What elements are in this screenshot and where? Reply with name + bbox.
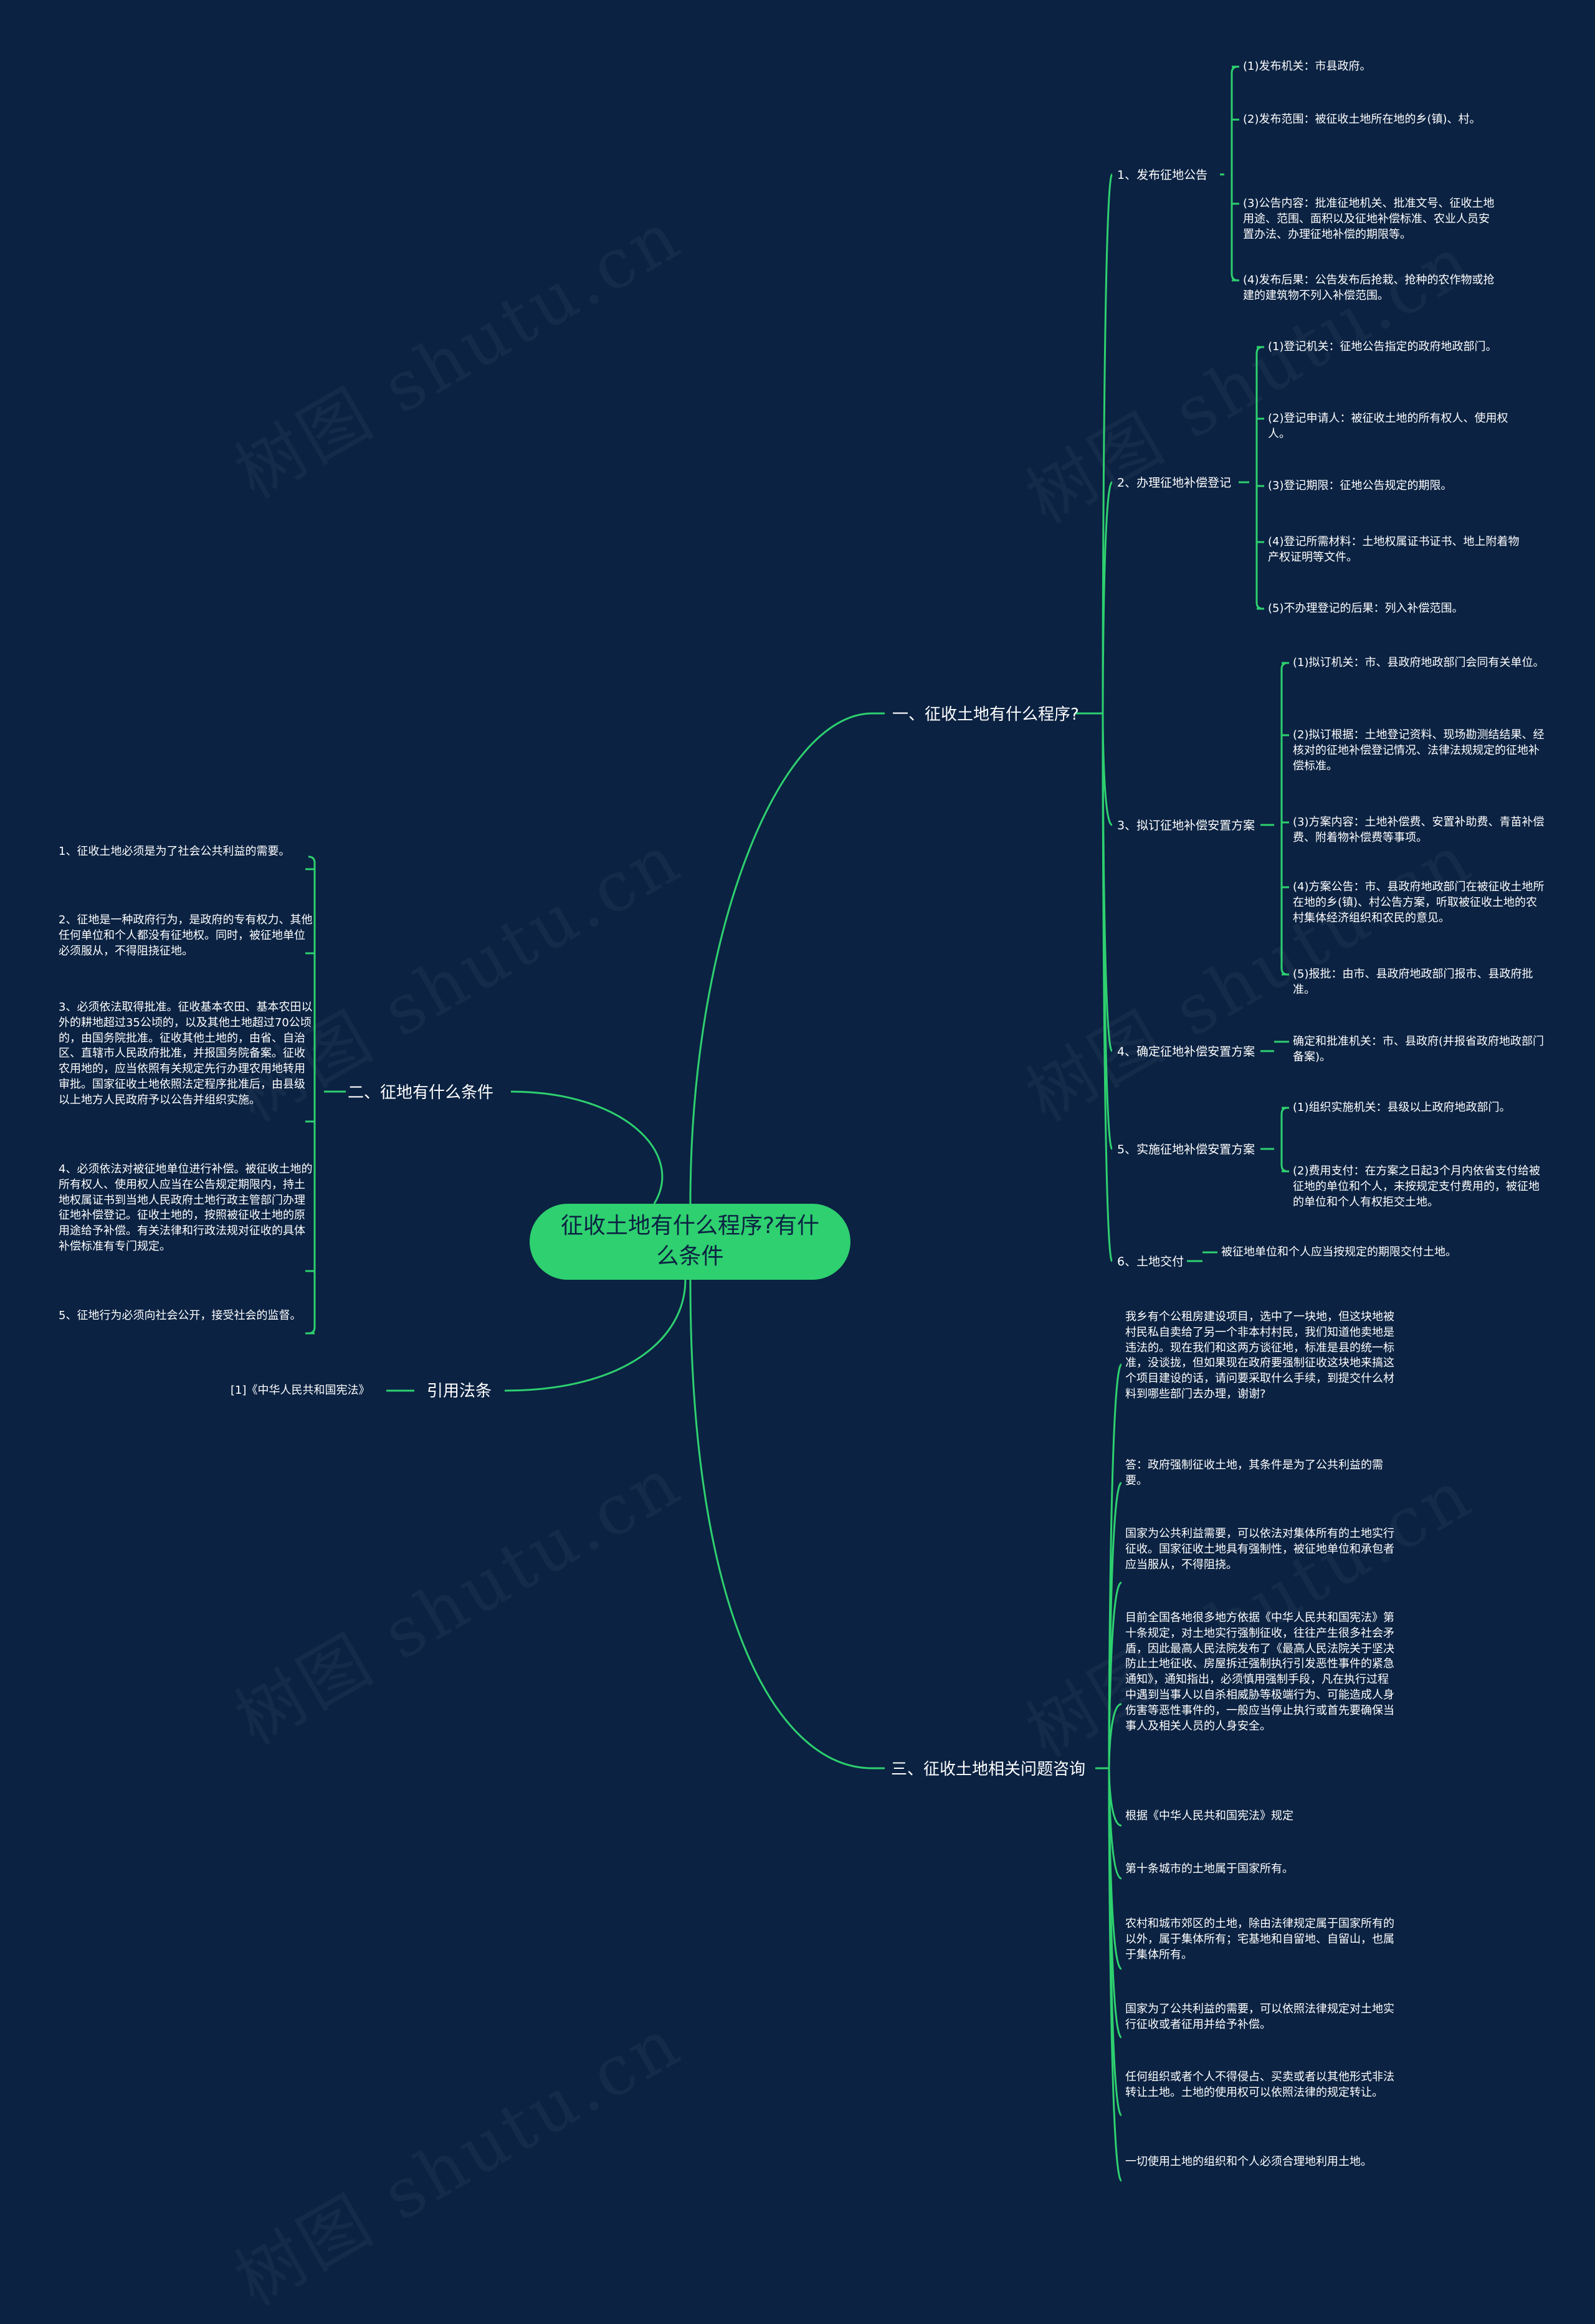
section1-step-4-detail-1[interactable]: 确定和批准机关：市、县政府(并报省政府地政部门备案)。 bbox=[1293, 1035, 1545, 1064]
law-item-1[interactable]: [1]《中华人民共和国宪法》 bbox=[231, 1384, 370, 1397]
section1-step-2[interactable]: 2、办理征地补偿登记 bbox=[1117, 476, 1232, 490]
section1-step-4[interactable]: 4、确定征地补偿安置方案 bbox=[1117, 1045, 1255, 1059]
connector-line bbox=[689, 712, 873, 1204]
section1-step-1[interactable]: 1、发布征地公告 bbox=[1117, 168, 1208, 182]
section1-step-6-detail-1[interactable]: 被征地单位和个人应当按规定的期限交付土地。 bbox=[1221, 1245, 1457, 1259]
section1-step-2-detail-2[interactable]: (2)登记申请人：被征收土地的所有权人、使用权人。 bbox=[1268, 412, 1508, 441]
section3-qa-3[interactable]: 国家为公共利益需要，可以依法对集体所有的土地实行征收。国家征收土地具有强制性，被… bbox=[1125, 1527, 1394, 1571]
connector-line bbox=[1255, 346, 1264, 610]
mindmap-connectors bbox=[305, 65, 1289, 2182]
connector-line bbox=[1231, 65, 1239, 282]
law-title[interactable]: 引用法条 bbox=[427, 1382, 492, 1401]
section1-step-3-detail-5[interactable]: (5)报批：由市、县政府地政部门报市、县政府批准。 bbox=[1293, 968, 1533, 996]
section1-step-2-detail-4[interactable]: (4)登记所需材料：土地权属证书证书、地上附着物产权证明等文件。 bbox=[1268, 535, 1520, 564]
section1-step-3-detail-1[interactable]: (1)拟订机关：市、县政府地政部门会同有关单位。 bbox=[1293, 656, 1545, 669]
section1-title[interactable]: 一、征收土地有什么程序? bbox=[892, 705, 1079, 724]
section3-qa-8[interactable]: 国家为了公共利益的需要，可以依照法律规定对土地实行征收或者征用并给予补偿。 bbox=[1125, 2003, 1394, 2031]
section1-step-6[interactable]: 6、土地交付 bbox=[1117, 1255, 1184, 1269]
section3-qa-4[interactable]: 目前全国各地很多地方依据《中华人民共和国宪法》第十条规定，对土地实行强制征收，往… bbox=[1125, 1611, 1394, 1733]
connector-line bbox=[1102, 481, 1113, 714]
section3-qa-7[interactable]: 农村和城市郊区的土地，除由法律规定属于国家所有的以外，属于集体所有；宅基地和自留… bbox=[1125, 1917, 1394, 1961]
section1-step-2-detail-5[interactable]: (5)不办理登记的后果：列入补偿范围。 bbox=[1268, 602, 1464, 615]
root-title: 征收土地有什么程序?有什么条件 bbox=[560, 1213, 820, 1269]
section1-step-2-detail-1[interactable]: (1)登记机关：征地公告指定的政府地政部门。 bbox=[1268, 340, 1497, 353]
section1-step-1-detail-2[interactable]: (2)发布范围：被征收土地所在地的乡(镇)、村。 bbox=[1243, 113, 1481, 126]
section1-step-3-detail-3[interactable]: (3)方案内容：土地补偿费、安置补助费、青苗补偿费、附着物补偿费等事项。 bbox=[1293, 816, 1545, 844]
section1-step-1-detail-4[interactable]: (4)发布后果：公告发布后抢栽、抢种的农作物或抢建的建筑物不列入补偿范围。 bbox=[1243, 274, 1495, 302]
connector-line bbox=[689, 1279, 873, 1769]
connector-line bbox=[1102, 713, 1113, 826]
section2-condition-3[interactable]: 3、必须依法取得批准。征收基本农田、基本农田以外的耕地超过35公顷的，以及其他土… bbox=[59, 1001, 313, 1107]
connector-line bbox=[504, 1279, 687, 1392]
section1-step-2-detail-3[interactable]: (3)登记期限：征地公告规定的期限。 bbox=[1268, 479, 1452, 492]
connector-line bbox=[510, 1090, 664, 1204]
section1-step-5[interactable]: 5、实施征地补偿安置方案 bbox=[1117, 1143, 1255, 1156]
section2-title[interactable]: 二、征地有什么条件 bbox=[348, 1083, 494, 1102]
section3-title[interactable]: 三、征收土地相关问题咨询 bbox=[891, 1760, 1086, 1779]
connector-line bbox=[1108, 1768, 1123, 2182]
section1-step-5-detail-1[interactable]: (1)组织实施机关：县级以上政府地政部门。 bbox=[1293, 1101, 1511, 1114]
connector-line bbox=[1102, 713, 1113, 1262]
section1-step-1-detail-3[interactable]: (3)公告内容：批准征地机关、批准文号、征收土地用途、范围、面积以及征地补偿标准… bbox=[1243, 197, 1495, 241]
connector-line bbox=[1280, 662, 1288, 976]
section1-step-3-detail-4[interactable]: (4)方案公告：市、县政府地政部门在被征收土地所在地的乡(镇)、村公告方案，听取… bbox=[1293, 880, 1545, 925]
section3-qa-9[interactable]: 任何组织或者个人不得侵占、买卖或者以其他形式非法转让土地。土地的使用权可以依照法… bbox=[1125, 2070, 1394, 2099]
section2-condition-2[interactable]: 2、征地是一种政府行为，是政府的专有权力、其他任何单位和个人都没有征地权。同时，… bbox=[59, 913, 313, 958]
section1-step-5-detail-2[interactable]: (2)费用支付：在方案之日起3个月内依省支付给被征地的单位和个人，未按规定支付费… bbox=[1293, 1164, 1540, 1209]
section1-step-1-detail-1[interactable]: (1)发布机关：市县政府。 bbox=[1243, 60, 1371, 73]
connector-line bbox=[1108, 1363, 1123, 1769]
section3-qa-5[interactable]: 根据《中华人民共和国宪法》规定 bbox=[1125, 1809, 1293, 1822]
connector-line bbox=[1280, 1107, 1288, 1173]
connector-line bbox=[1108, 1703, 1122, 1769]
section3-qa-10[interactable]: 一切使用土地的组织和个人必须合理地利用土地。 bbox=[1125, 2155, 1372, 2168]
section3-qa-6[interactable]: 第十条城市的土地属于国家所有。 bbox=[1125, 1862, 1293, 1875]
section3-qa-1[interactable]: 我乡有个公租房建设项目，选中了一块地，但这块地被村民私自卖给了另一个非本村村民，… bbox=[1125, 1310, 1394, 1401]
section3-qa-2[interactable]: 答：政府强制征收土地，其条件是为了公共利益的需要。 bbox=[1125, 1459, 1383, 1487]
root-node[interactable]: 征收土地有什么程序?有什么条件 bbox=[530, 1204, 850, 1280]
section2-condition-4[interactable]: 4、必须依法对被征地单位进行补偿。被征收土地的所有权人、使用权人应当在公告规定期… bbox=[59, 1163, 313, 1254]
section1-step-3-detail-2[interactable]: (2)拟订根据：土地登记资料、现场勘测结结果、经核对的征地补偿登记情况、法律法规… bbox=[1293, 728, 1545, 773]
section2-condition-1[interactable]: 1、征收土地必须是为了社会公共利益的需要。 bbox=[59, 845, 290, 858]
section2-condition-5[interactable]: 5、征地行为必须向社会公开，接受社会的监督。 bbox=[59, 1309, 302, 1322]
section1-step-3[interactable]: 3、拟订征地补偿安置方案 bbox=[1117, 819, 1255, 832]
